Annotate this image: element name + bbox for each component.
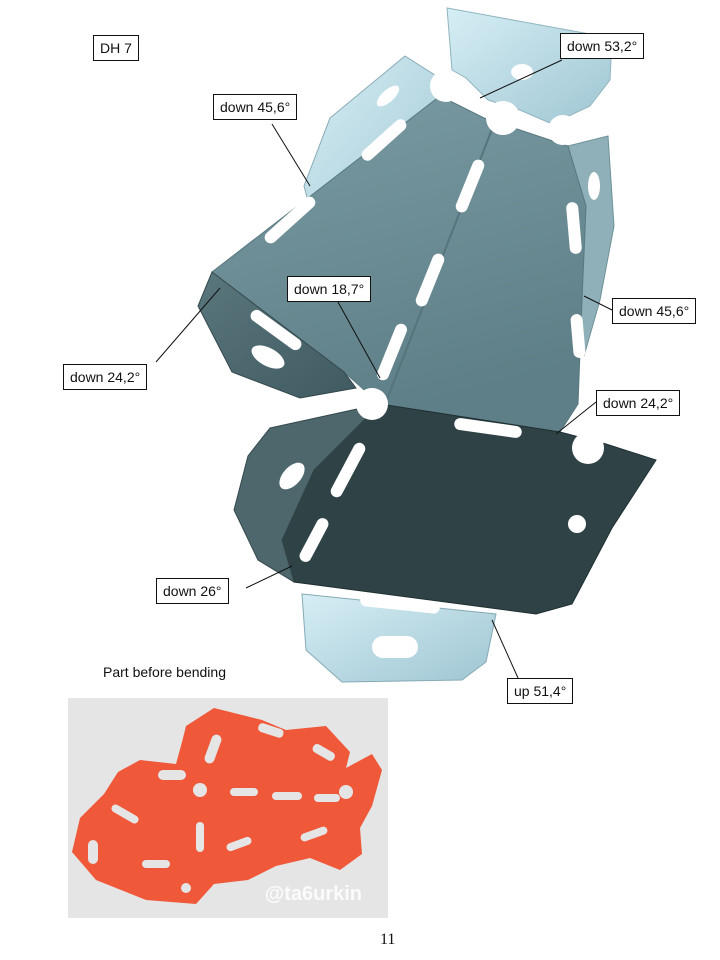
page-number: 11 [380,931,396,948]
label-down-45-6-upper: down 45,6° [213,94,298,120]
flat-part-shape [72,708,382,904]
flat-part-caption: Part before bending [103,664,226,680]
label-down-53-2: down 53,2° [560,33,645,59]
flat-part-cutouts [88,723,353,893]
fold-slots [250,119,586,614]
photo-overlay: @ta6urkin [68,698,388,918]
upper-left-flange-slot [376,85,400,107]
label-down-26: down 26° [156,578,229,604]
label-down-18-7: down 18,7° [287,276,372,302]
label-up-51-4: up 51,4° [507,678,574,704]
left-flange-slot [251,345,285,369]
label-down-45-6-right: down 45,6° [612,298,697,324]
lower-left-flange [233,403,382,584]
right-flange-slot [588,172,600,200]
bottom-tab-slot [372,636,418,658]
lower-panel-hole [568,515,586,533]
flat-part-photo [68,698,388,918]
label-down-24-2-left: down 24,2° [63,364,148,390]
top-tab [446,7,613,125]
page-title: DH 7 [93,35,139,61]
watermark: @ta6urkin [264,883,362,905]
leader-lines [155,59,613,679]
relief-holes [356,70,604,464]
top-tab-hole [511,64,533,80]
lower-left-flange-slot [279,462,305,490]
label-down-24-2-right: down 24,2° [596,390,681,416]
